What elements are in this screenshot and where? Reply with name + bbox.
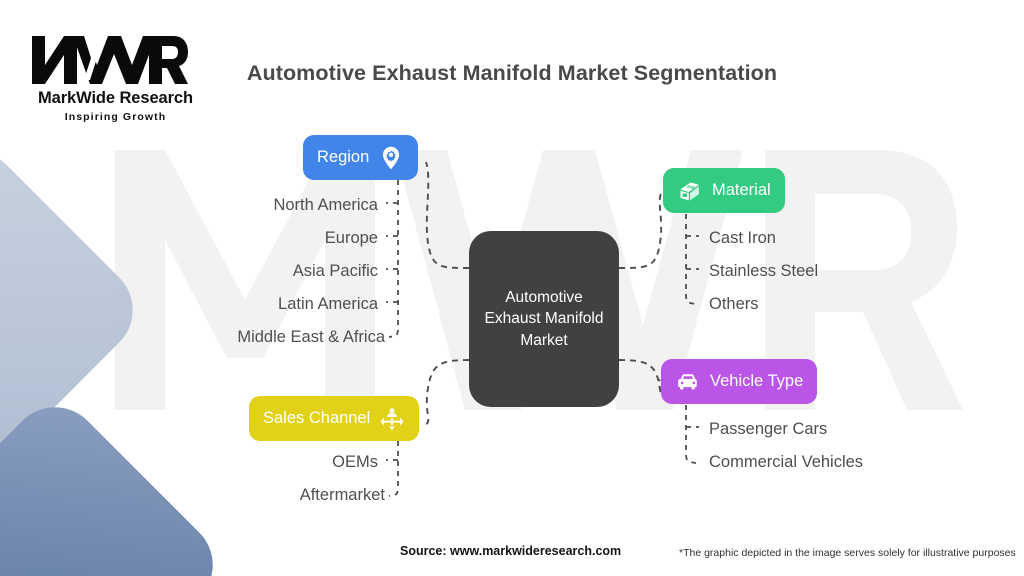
branch-label-region: Region bbox=[317, 148, 370, 167]
branch-label-sales-channel: Sales Channel bbox=[263, 409, 371, 428]
decorative-square-light bbox=[0, 133, 152, 487]
branch-pill-material[interactable]: Material bbox=[663, 168, 785, 213]
branch-pill-vehicle-type[interactable]: Vehicle Type bbox=[661, 359, 818, 404]
disclaimer-text: *The graphic depicted in the image serve… bbox=[679, 547, 1016, 559]
location-pin-gear-icon bbox=[378, 145, 404, 171]
leaf-sales-1: Aftermarket bbox=[299, 486, 385, 504]
logo-mark-mwr bbox=[32, 36, 188, 84]
wire-region-spine bbox=[388, 180, 399, 338]
leaf-vehicle-1: Commercial Vehicles bbox=[709, 453, 864, 471]
page-title: Automotive Exhaust Manifold Market Segme… bbox=[246, 61, 778, 85]
wire-center-vehicle bbox=[618, 359, 663, 396]
leaf-material-0: Cast Iron bbox=[709, 229, 776, 247]
leaf-region-2: Asia Pacific bbox=[292, 262, 378, 280]
leaf-region-0: North America bbox=[273, 196, 378, 214]
leaf-region-1: Europe bbox=[324, 229, 378, 247]
center-node: Automotive Exhaust Manifold Market bbox=[469, 231, 619, 407]
branch-pill-region[interactable]: Region bbox=[303, 135, 419, 180]
distribution-network-icon bbox=[379, 406, 405, 432]
leaf-material-2: Others bbox=[709, 295, 759, 313]
car-icon bbox=[675, 369, 701, 395]
leaf-vehicle-0: Passenger Cars bbox=[709, 420, 828, 438]
wire-sales-spine bbox=[388, 441, 399, 497]
wire-center-sales bbox=[425, 359, 470, 425]
wire-center-material bbox=[618, 191, 663, 269]
brand-logo: MarkWide Research Inspiring Growth bbox=[28, 32, 203, 123]
wire-material-spine bbox=[685, 214, 697, 305]
leaf-material-1: Stainless Steel bbox=[709, 262, 819, 280]
branch-pill-sales-channel[interactable]: Sales Channel bbox=[249, 396, 420, 441]
leaf-region-4: Middle East & Africa bbox=[237, 328, 385, 346]
center-node-label: Automotive Exhaust Manifold Market bbox=[484, 288, 604, 349]
source-text: Source: www.markwideresearch.com bbox=[400, 544, 622, 558]
leaf-region-3: Latin America bbox=[278, 295, 378, 313]
wire-center-region bbox=[425, 161, 470, 269]
branch-label-vehicle-type: Vehicle Type bbox=[710, 372, 804, 391]
branch-label-material: Material bbox=[712, 181, 771, 200]
wire-vehicle-spine bbox=[685, 405, 697, 464]
leaf-sales-0: OEMs bbox=[332, 453, 378, 471]
material-block-icon bbox=[677, 178, 703, 204]
brand-tagline: Inspiring Growth bbox=[64, 111, 167, 123]
brand-name: MarkWide Research bbox=[38, 89, 193, 107]
decorative-square-dark bbox=[0, 388, 232, 576]
